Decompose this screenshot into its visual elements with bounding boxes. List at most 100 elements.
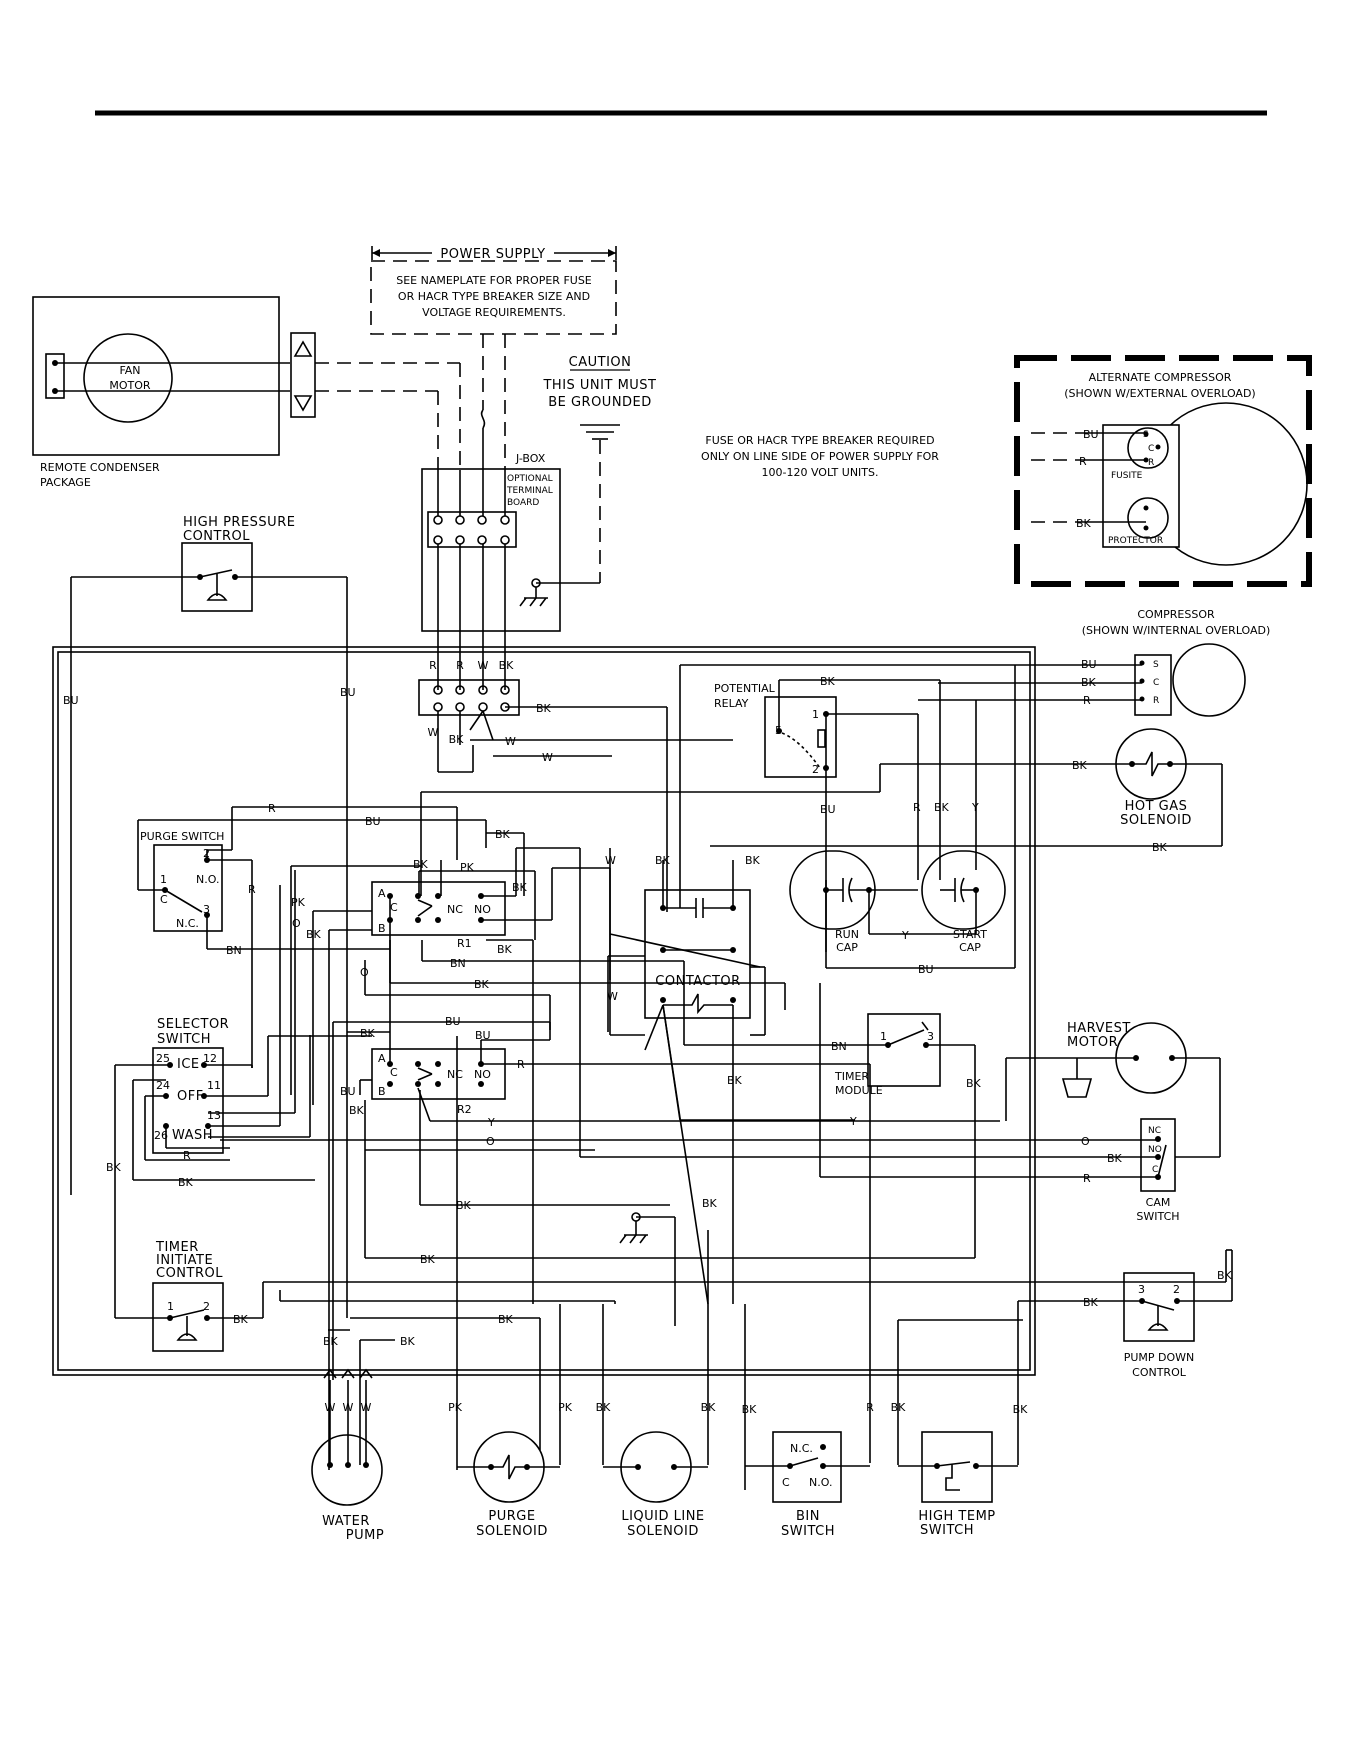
water-pump-label-2: PUMP — [346, 1528, 384, 1543]
svg-text:BU: BU — [340, 1085, 356, 1098]
r2-label: R2 — [457, 1103, 472, 1116]
svg-text:BK: BK — [306, 928, 322, 941]
liquid-line-solenoid: LIQUID LINE SOLENOID — [620, 1431, 704, 1539]
high-pressure-control: HIGH PRESSURE CONTROL — [71, 515, 347, 612]
svg-text:BK: BK — [1107, 1152, 1123, 1165]
remote-condenser-label-2: PACKAGE — [40, 476, 91, 489]
power-supply-note-3: VOLTAGE REQUIREMENTS. — [422, 306, 566, 319]
svg-text:BK: BK — [512, 881, 528, 894]
bin-no: N.O. — [809, 1476, 832, 1489]
timer-module-label-1: TIMER — [834, 1070, 869, 1083]
power-supply: POWER SUPPLY SEE NAMEPLATE FOR PROPER FU… — [370, 244, 617, 335]
svg-text:BK: BK — [1083, 1296, 1099, 1309]
fan-motor-label-2: MOTOR — [109, 379, 151, 392]
svg-text:Y: Y — [901, 929, 909, 942]
purge-solenoid-label-1: PURGE — [488, 1509, 535, 1524]
svg-text:Y: Y — [971, 801, 979, 814]
timer-initiate-label-2: INITIATE — [156, 1253, 213, 1268]
svg-text:BK: BK — [233, 1313, 249, 1326]
relay-pin-2: 2 — [812, 763, 819, 776]
bin-c: C — [782, 1476, 790, 1489]
svg-text:BK: BK — [495, 828, 511, 841]
svg-text:O: O — [1081, 1135, 1090, 1148]
svg-text:BK: BK — [420, 1253, 436, 1266]
r1-term-no: NO — [474, 903, 491, 916]
bin-switch-label-1: BIN — [796, 1509, 820, 1524]
svg-text:BK: BK — [1013, 1403, 1029, 1416]
j-box-label: J-BOX — [515, 452, 546, 465]
svg-text:W: W — [478, 659, 489, 672]
selector-label-1: SELECTOR — [157, 1017, 229, 1032]
alt-compressor-title-2: (SHOWN W/EXTERNAL OVERLOAD) — [1064, 387, 1255, 400]
comp-term-r: R — [1153, 696, 1159, 706]
liquid-line-label-1: LIQUID LINE — [621, 1509, 704, 1524]
svg-text:BK: BK — [1072, 759, 1088, 772]
svg-text:BK: BK — [745, 854, 761, 867]
svg-text:R: R — [517, 1058, 525, 1071]
terminal-board-label-1: OPTIONAL — [507, 474, 553, 484]
caution-title: CAUTION — [569, 355, 632, 370]
r2-term-b: B — [378, 1085, 386, 1098]
relay-r2: A C B NC NO R2 — [371, 1048, 506, 1116]
r2-term-no: NO — [474, 1068, 491, 1081]
j-box: J-BOX OPTIONAL TERMINAL BOARD — [421, 452, 561, 632]
purge-no: N.O. — [196, 873, 219, 886]
relay-r1: A C B NC NO R1 — [371, 881, 506, 950]
svg-text:R: R — [866, 1401, 874, 1414]
svg-text:BK: BK — [702, 1197, 718, 1210]
svg-text:Y: Y — [487, 1116, 495, 1129]
purge-switch-label: PURGE SWITCH — [140, 830, 224, 843]
svg-text:BN: BN — [831, 1040, 847, 1053]
svg-text:BK: BK — [498, 1313, 514, 1326]
pump-down-control: 3 2 PUMP DOWN CONTROL — [1123, 1272, 1195, 1379]
comp-term-s: S — [1153, 660, 1159, 670]
svg-text:O: O — [292, 917, 301, 930]
purge-nc: N.C. — [176, 917, 199, 930]
svg-text:R: R — [429, 659, 437, 672]
timer-pin-3: 3 — [927, 1030, 934, 1043]
terminal-board-label-3: BOARD — [507, 498, 539, 508]
r1-label: R1 — [457, 937, 472, 950]
svg-text:BK: BK — [701, 1401, 717, 1414]
run-capacitor: RUN CAP — [789, 850, 918, 954]
svg-text:BK: BK — [966, 1077, 982, 1090]
svg-text:BU: BU — [918, 963, 934, 976]
svg-text:BK: BK — [474, 978, 490, 991]
timer-initiate-label-3: CONTROL — [156, 1266, 223, 1281]
relay-pin-1: 1 — [812, 708, 819, 721]
svg-text:BK: BK — [820, 675, 836, 688]
alt-wire-r: R — [1079, 455, 1087, 468]
high-pressure-label-2: CONTROL — [183, 529, 250, 544]
svg-text:BK: BK — [499, 659, 515, 672]
alt-wire-bu: BU — [1083, 428, 1099, 441]
svg-text:W: W — [505, 735, 516, 748]
svg-text:BK: BK — [655, 854, 671, 867]
harvest-motor: HARVEST MOTOR — [1061, 1021, 1187, 1098]
svg-text:BK: BK — [934, 801, 950, 814]
fuse-note-1: FUSE OR HACR TYPE BREAKER REQUIRED — [705, 434, 934, 447]
r1-term-a: A — [378, 887, 386, 900]
alt-term-s: S — [1143, 430, 1149, 440]
potential-relay-label-1: POTENTIAL — [714, 682, 776, 695]
potential-relay: POTENTIAL RELAY 1 5 2 — [714, 682, 837, 778]
fuse-note-3: 100-120 VOLT UNITS. — [762, 466, 879, 479]
cam-nc: NC — [1148, 1126, 1161, 1136]
liquid-line-label-2: SOLENOID — [627, 1524, 699, 1539]
svg-text:BK: BK — [596, 1401, 612, 1414]
protector-label: PROTECTOR — [1108, 536, 1163, 546]
purge-solenoid: PURGE SOLENOID — [473, 1431, 547, 1539]
svg-text:BN: BN — [226, 944, 242, 957]
r1-term-nc: NC — [447, 903, 463, 916]
svg-text:W: W — [542, 751, 553, 764]
hot-gas-label-1: HOT GAS — [1125, 799, 1188, 814]
svg-text:BK: BK — [178, 1176, 194, 1189]
run-cap-label-1: RUN — [835, 928, 859, 941]
svg-text:BK: BK — [536, 702, 552, 715]
comp-term-c: C — [1153, 678, 1159, 688]
power-supply-note-1: SEE NAMEPLATE FOR PROPER FUSE — [396, 274, 592, 287]
svg-text:BK: BK — [727, 1074, 743, 1087]
svg-text:R: R — [183, 1149, 191, 1162]
bottom-wire-labels: W W W PK PK BK BK BK R BK BK — [325, 1401, 1029, 1416]
fusite-label: FUSITE — [1111, 471, 1143, 481]
